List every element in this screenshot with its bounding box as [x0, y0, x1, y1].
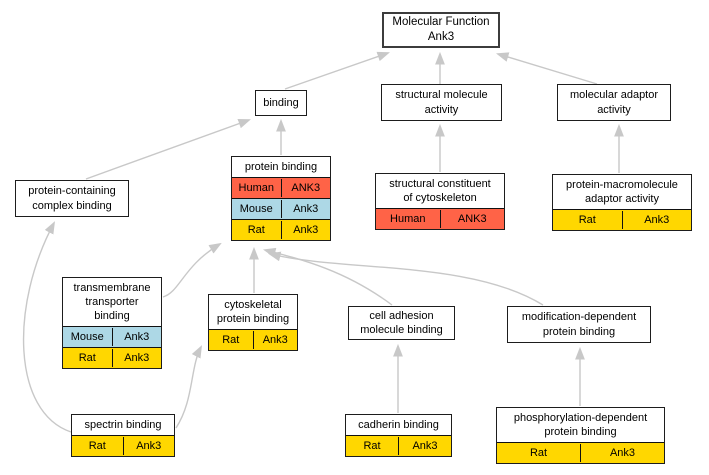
species-label: Mouse [232, 200, 282, 219]
node-label: structural constituent of cytoskeleton [389, 178, 491, 205]
annotation-row-rat: Rat Ank3 [72, 435, 174, 457]
species-label: Mouse [63, 328, 113, 347]
node-label: cadherin binding [358, 419, 439, 431]
gene-symbol: Ank3 [124, 331, 150, 344]
node-label: protein-containing complex binding [28, 185, 116, 212]
species-label: Rat [232, 221, 282, 240]
species-label: Rat [497, 444, 581, 463]
gene-symbol: Ank3 [644, 214, 670, 227]
node-cell-adhesion-molecule-binding[interactable]: cell adhesion molecule binding [348, 306, 455, 340]
species-label: Rat [209, 331, 254, 350]
annotation-row-rat: Rat Ank3 [232, 219, 330, 241]
node-spectrin-binding[interactable]: spectrin binding Rat Ank3 [71, 414, 175, 458]
node-label: cytoskeletal protein binding [216, 299, 290, 326]
node-label: Molecular Function Ank3 [392, 16, 490, 43]
species-label: Rat [72, 437, 124, 456]
node-protein-containing-complex-binding[interactable]: protein-containing complex binding [15, 180, 129, 217]
annotation-row-human: Human ANK3 [232, 177, 330, 199]
gene-symbol: ANK3 [291, 182, 321, 195]
node-label: structural molecule activity [395, 89, 488, 116]
annotation-row-mouse: Mouse Ank3 [63, 326, 161, 348]
species-label: Rat [346, 437, 399, 456]
node-protein-macromolecule-adaptor-activity[interactable]: protein-macromolecule adaptor activity R… [552, 174, 692, 232]
species-label: Rat [553, 211, 623, 230]
edge-molecular-adaptor-activity-to-molecular-function-ank3 [495, 52, 598, 85]
edge-spectrin-binding-to-cytoskeletal-protein-binding [175, 345, 202, 429]
edge-transmembrane-transporter-binding-to-protein-binding [162, 242, 222, 298]
node-label: cell adhesion molecule binding [360, 309, 443, 336]
node-label: molecular adaptor activity [569, 89, 659, 116]
annotation-row-rat: Rat Ank3 [63, 347, 161, 369]
node-cytoskeletal-protein-binding[interactable]: cytoskeletal protein binding Rat Ank3 [208, 294, 298, 352]
node-label: phosphorylation-dependent protein bindin… [513, 412, 648, 439]
annotation-row-rat: Rat Ank3 [553, 209, 691, 231]
gene-symbol: Ank3 [262, 334, 288, 347]
edge-binding-to-molecular-function-ank3 [284, 51, 390, 90]
node-molecular-adaptor-activity[interactable]: molecular adaptor activity [557, 84, 671, 121]
annotation-row-mouse: Mouse Ank3 [232, 198, 330, 220]
gene-symbol: Ank3 [124, 352, 150, 365]
gene-symbol: Ank3 [293, 203, 319, 216]
species-label: Human [376, 210, 441, 229]
node-structural-molecule-activity[interactable]: structural molecule activity [381, 84, 502, 121]
gene-symbol: Ank3 [293, 224, 319, 237]
edge-modification-dependent-protein-binding-to-protein-binding [267, 251, 544, 306]
species-label: Rat [63, 349, 113, 368]
node-label: spectrin binding [84, 419, 162, 431]
gene-symbol: Ank3 [412, 440, 438, 453]
node-modification-dependent-protein-binding[interactable]: modification-dependent protein binding [507, 306, 651, 343]
node-label: modification-dependent protein binding [521, 311, 637, 338]
node-label: transmembrane transporter binding [73, 282, 151, 323]
gene-symbol: ANK3 [457, 213, 487, 226]
node-phosphorylation-dependent-protein-binding[interactable]: phosphorylation-dependent protein bindin… [496, 407, 665, 465]
node-label: protein binding [244, 161, 318, 173]
species-label: Human [232, 179, 282, 198]
node-protein-binding[interactable]: protein binding Human ANK3 Mouse Ank3 Ra… [231, 156, 331, 242]
edge-protein-containing-complex-binding-to-binding [85, 118, 251, 180]
node-molecular-function-ank3[interactable]: Molecular Function Ank3 [382, 12, 500, 48]
node-binding[interactable]: binding [255, 90, 307, 116]
node-cadherin-binding[interactable]: cadherin binding Rat Ank3 [345, 414, 452, 458]
node-transmembrane-transporter-binding[interactable]: transmembrane transporter binding Mouse … [62, 277, 162, 370]
node-label: protein-macromolecule adaptor activity [566, 179, 678, 206]
annotation-row-rat: Rat Ank3 [209, 329, 297, 351]
annotation-row-rat: Rat Ank3 [346, 435, 451, 457]
node-structural-constituent-of-cytoskeleton[interactable]: structural constituent of cytoskeleton H… [375, 173, 505, 231]
gene-symbol: Ank3 [136, 440, 162, 453]
annotation-row-rat: Rat Ank3 [497, 442, 664, 464]
gene-symbol: Ank3 [609, 447, 636, 460]
annotation-row-human: Human ANK3 [376, 208, 504, 230]
node-label: binding [263, 96, 299, 109]
